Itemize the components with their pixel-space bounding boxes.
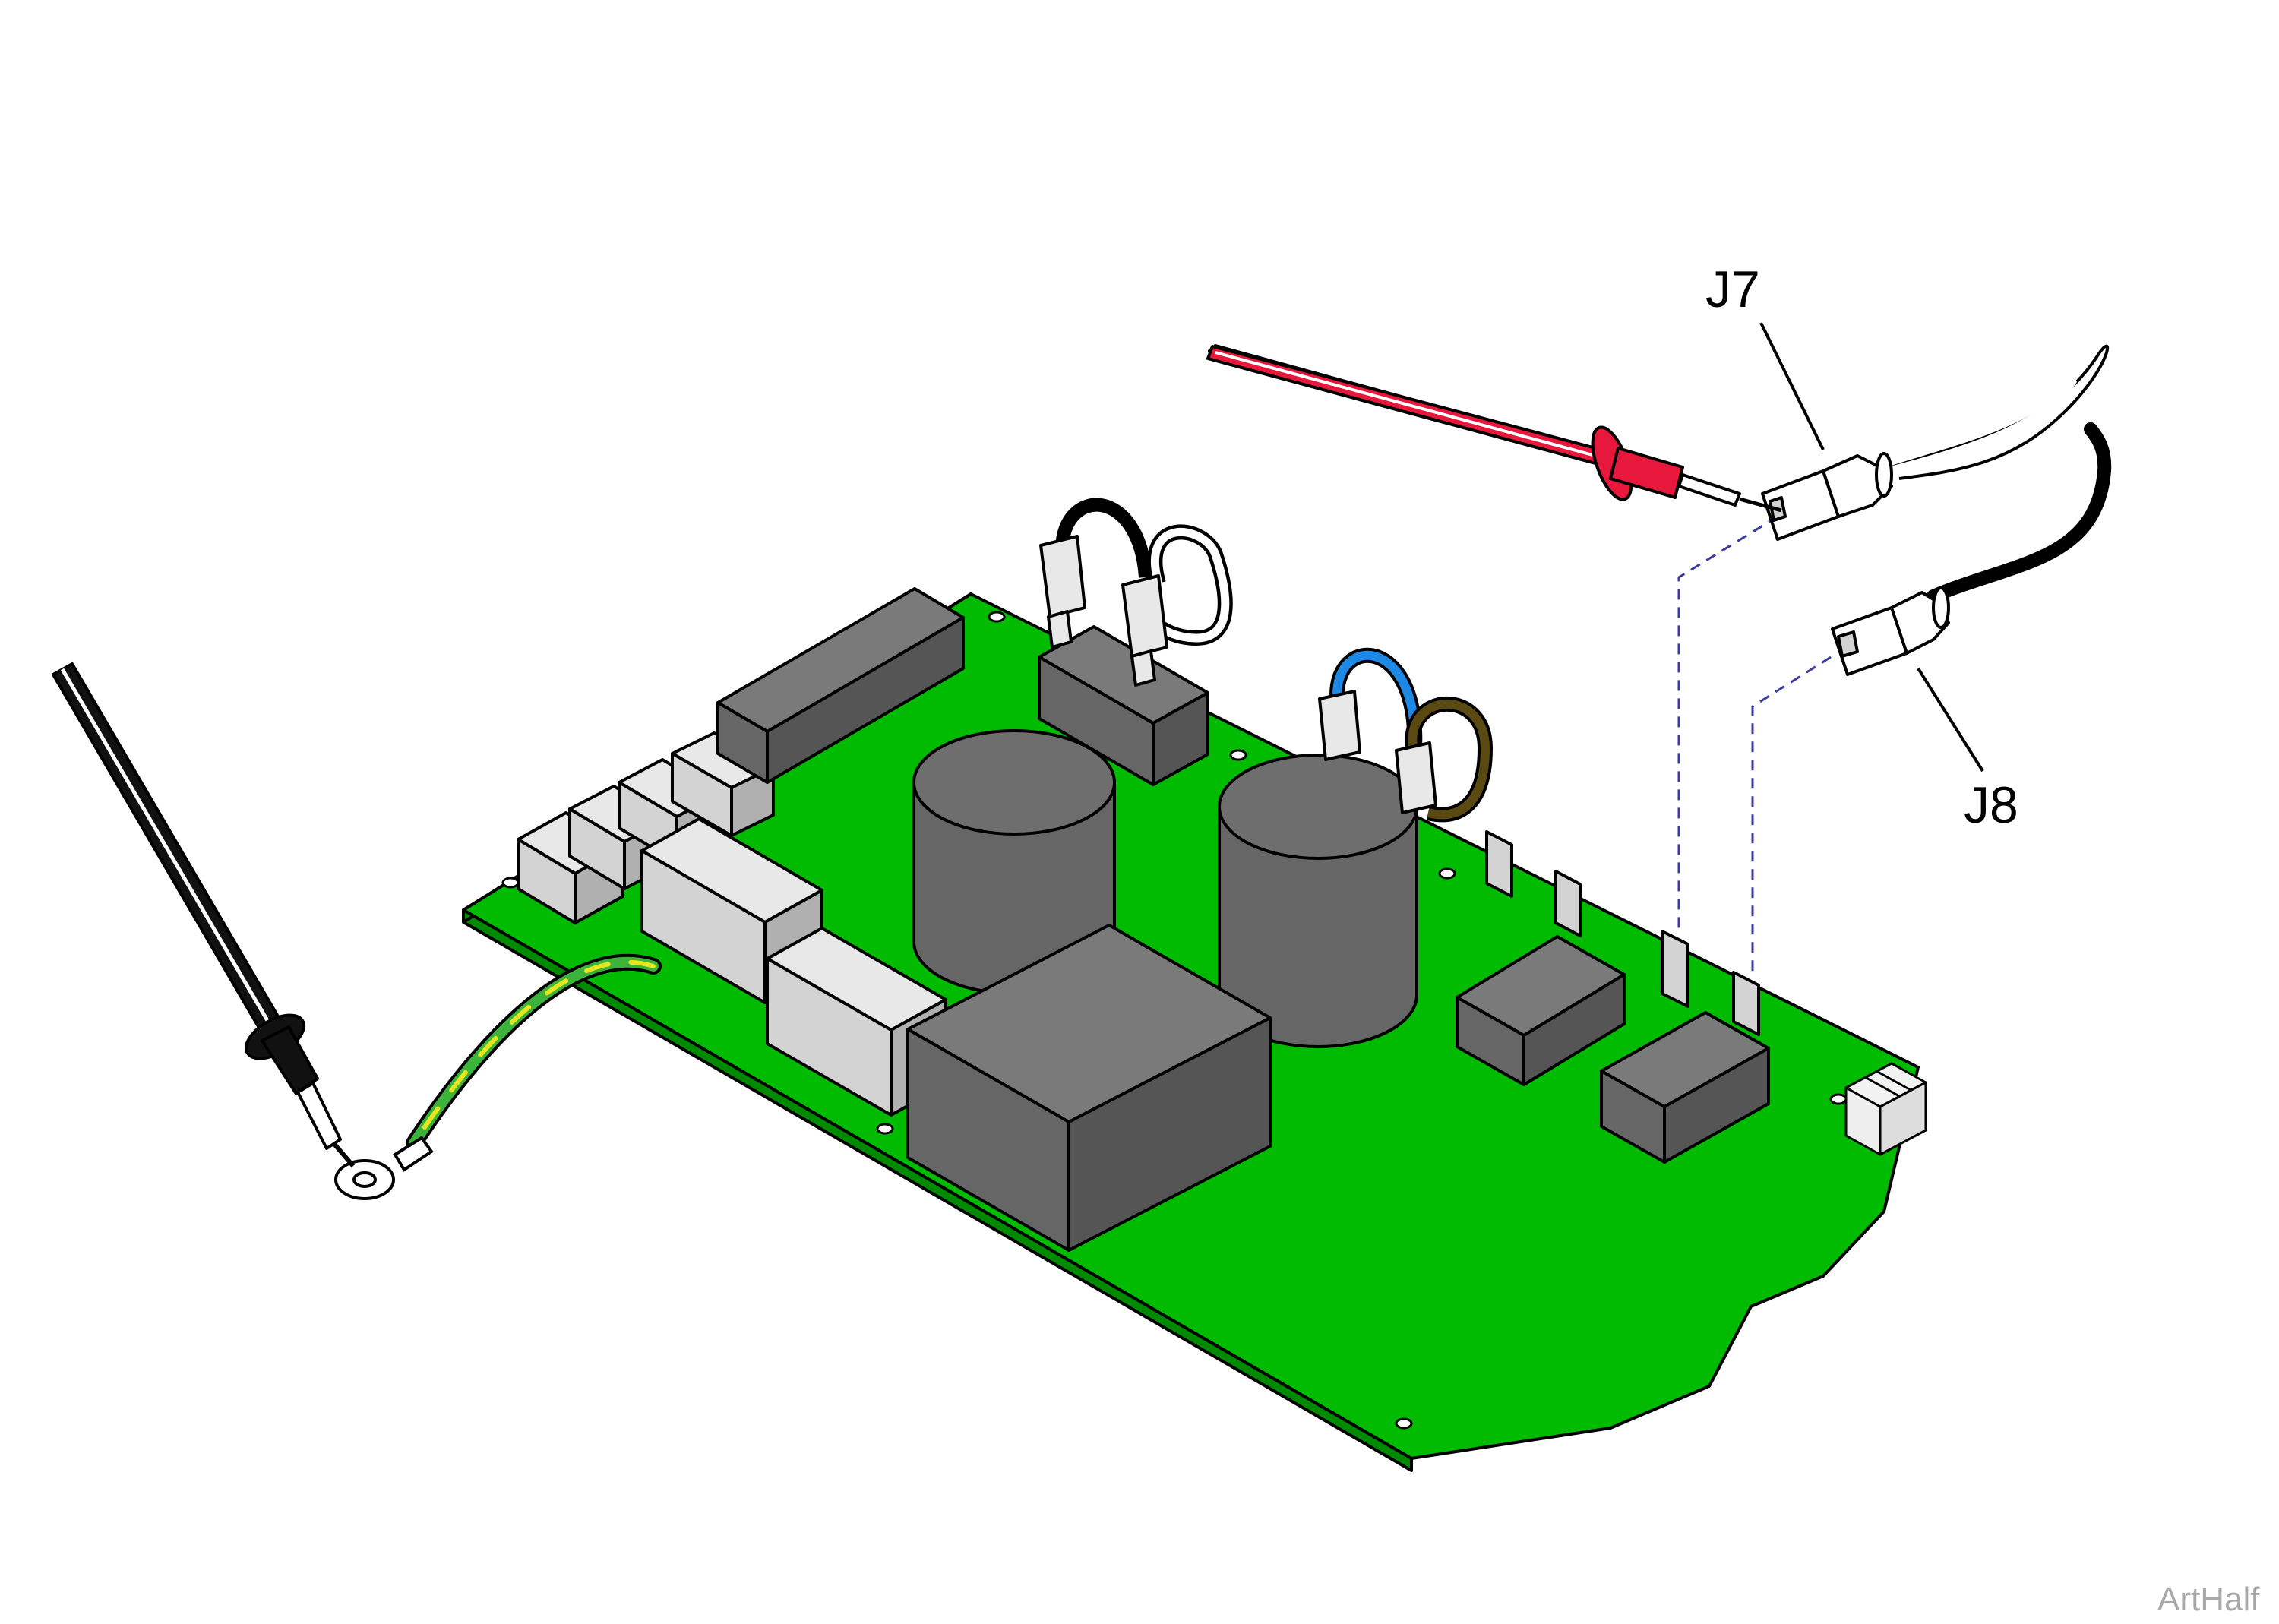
top-wire-white — [1140, 524, 1233, 646]
component-large-light-block — [640, 817, 823, 1004]
component-small-block — [671, 731, 775, 837]
component-dark-block — [1456, 935, 1626, 1086]
dark-components — [716, 587, 1770, 1252]
capacitor — [1218, 754, 1418, 1048]
black-test-probe-icon — [52, 662, 356, 1167]
j7-connector — [1761, 452, 1893, 541]
ground-wire — [406, 953, 662, 1152]
component-large-light-block — [766, 927, 947, 1117]
spade-connector-icon — [1395, 741, 1437, 814]
ring-terminal-icon — [334, 1136, 434, 1200]
edge-connector — [1844, 1062, 1927, 1156]
component-dark-block — [716, 587, 965, 784]
j7-label: J7 — [1705, 261, 1760, 318]
terminal-tab — [1554, 870, 1582, 937]
mounting-holes — [501, 611, 1848, 1430]
terminal-tab — [1732, 971, 1760, 1036]
j7-leader-line — [1759, 322, 1825, 450]
top-wire-black — [1055, 498, 1152, 578]
spade-connector-icon — [1121, 574, 1168, 687]
j7-white-wire — [1886, 344, 2110, 480]
spade-connector-icon — [1039, 535, 1086, 649]
red-test-probe-icon — [1206, 344, 1782, 513]
spade-connector-icon — [1318, 690, 1361, 761]
capacitor — [912, 729, 1116, 995]
j8-label: J8 — [1964, 776, 2018, 834]
j8-connector — [1831, 586, 1950, 676]
terminal-tabs — [1485, 830, 1760, 1036]
component-dark-block — [1600, 1011, 1770, 1164]
j8-black-wire — [1927, 422, 2112, 603]
terminal-tab — [1661, 930, 1689, 1008]
dashed-leaders — [1677, 515, 1832, 976]
component-dark-block — [1038, 625, 1209, 786]
j8-leader-line — [1917, 667, 1984, 773]
terminal-tab — [1485, 830, 1513, 898]
center-wire-brown — [1405, 696, 1494, 823]
transformer — [906, 924, 1272, 1252]
watermark: ArtHalf — [2157, 1581, 2260, 1618]
light-components — [517, 731, 947, 1117]
